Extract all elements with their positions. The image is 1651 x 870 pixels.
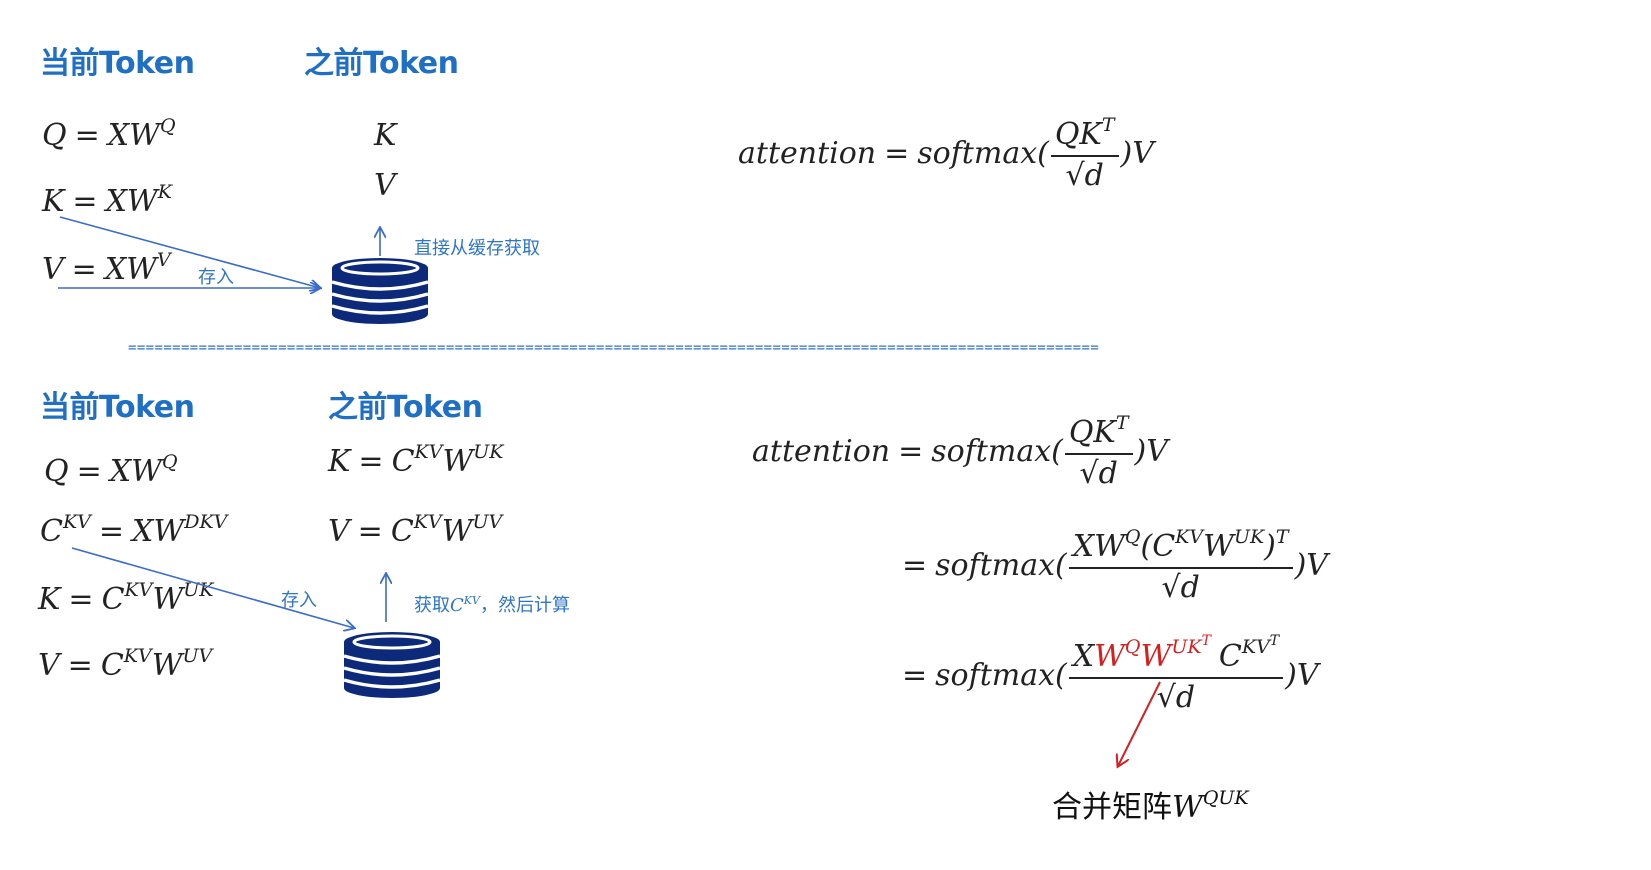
bottom-attention-line2: =softmax(XWQ(CKVWUK)T√d)V	[902, 526, 1328, 605]
highlight-wq: WQWUKT	[1094, 633, 1211, 674]
bottom-eq-v: V=CKVWUV	[38, 645, 213, 684]
merge-matrix-label: 合并矩阵WQUK	[1052, 787, 1249, 826]
merge-arrow	[1118, 681, 1161, 766]
bottom-fetch-label: 获取CKV，然后计算	[414, 594, 570, 616]
bottom-prev-k: K=CKVWUK	[328, 441, 504, 480]
section-separator: ========================================…	[128, 340, 1100, 356]
top-cache-label: 直接从缓存获取	[414, 238, 540, 259]
top-eq-k: K=XWK	[42, 181, 172, 220]
top-eq-v: V=XWV	[42, 249, 171, 288]
database-icon	[331, 258, 429, 324]
bottom-arrow-c-to-cache	[71, 547, 354, 628]
top-store-label: 存入	[198, 267, 234, 288]
bottom-eq-q: Q=XWQ	[44, 451, 178, 490]
top-heading-current: 当前Token	[40, 46, 195, 81]
bottom-heading-previous: 之前Token	[328, 390, 483, 425]
bottom-prev-v: V=CKVWUV	[328, 511, 503, 550]
top-arrow-k-to-cache	[59, 216, 320, 288]
bottom-store-label: 存入	[281, 590, 317, 611]
database-icon	[343, 632, 441, 698]
bottom-eq-c: CKV=XWDKV	[40, 511, 228, 550]
top-heading-previous: 之前Token	[304, 46, 459, 81]
bottom-eq-k: K=CKVWUK	[38, 579, 214, 618]
top-attention-formula: attention=softmax(QKT√d)V	[738, 114, 1154, 193]
top-prev-k: K	[374, 118, 397, 153]
top-eq-q: Q=XWQ	[42, 115, 176, 154]
bottom-attention-line1: attention=softmax(QKT√d)V	[752, 412, 1168, 491]
top-prev-v: V	[374, 168, 396, 203]
bottom-heading-current: 当前Token	[40, 390, 195, 425]
